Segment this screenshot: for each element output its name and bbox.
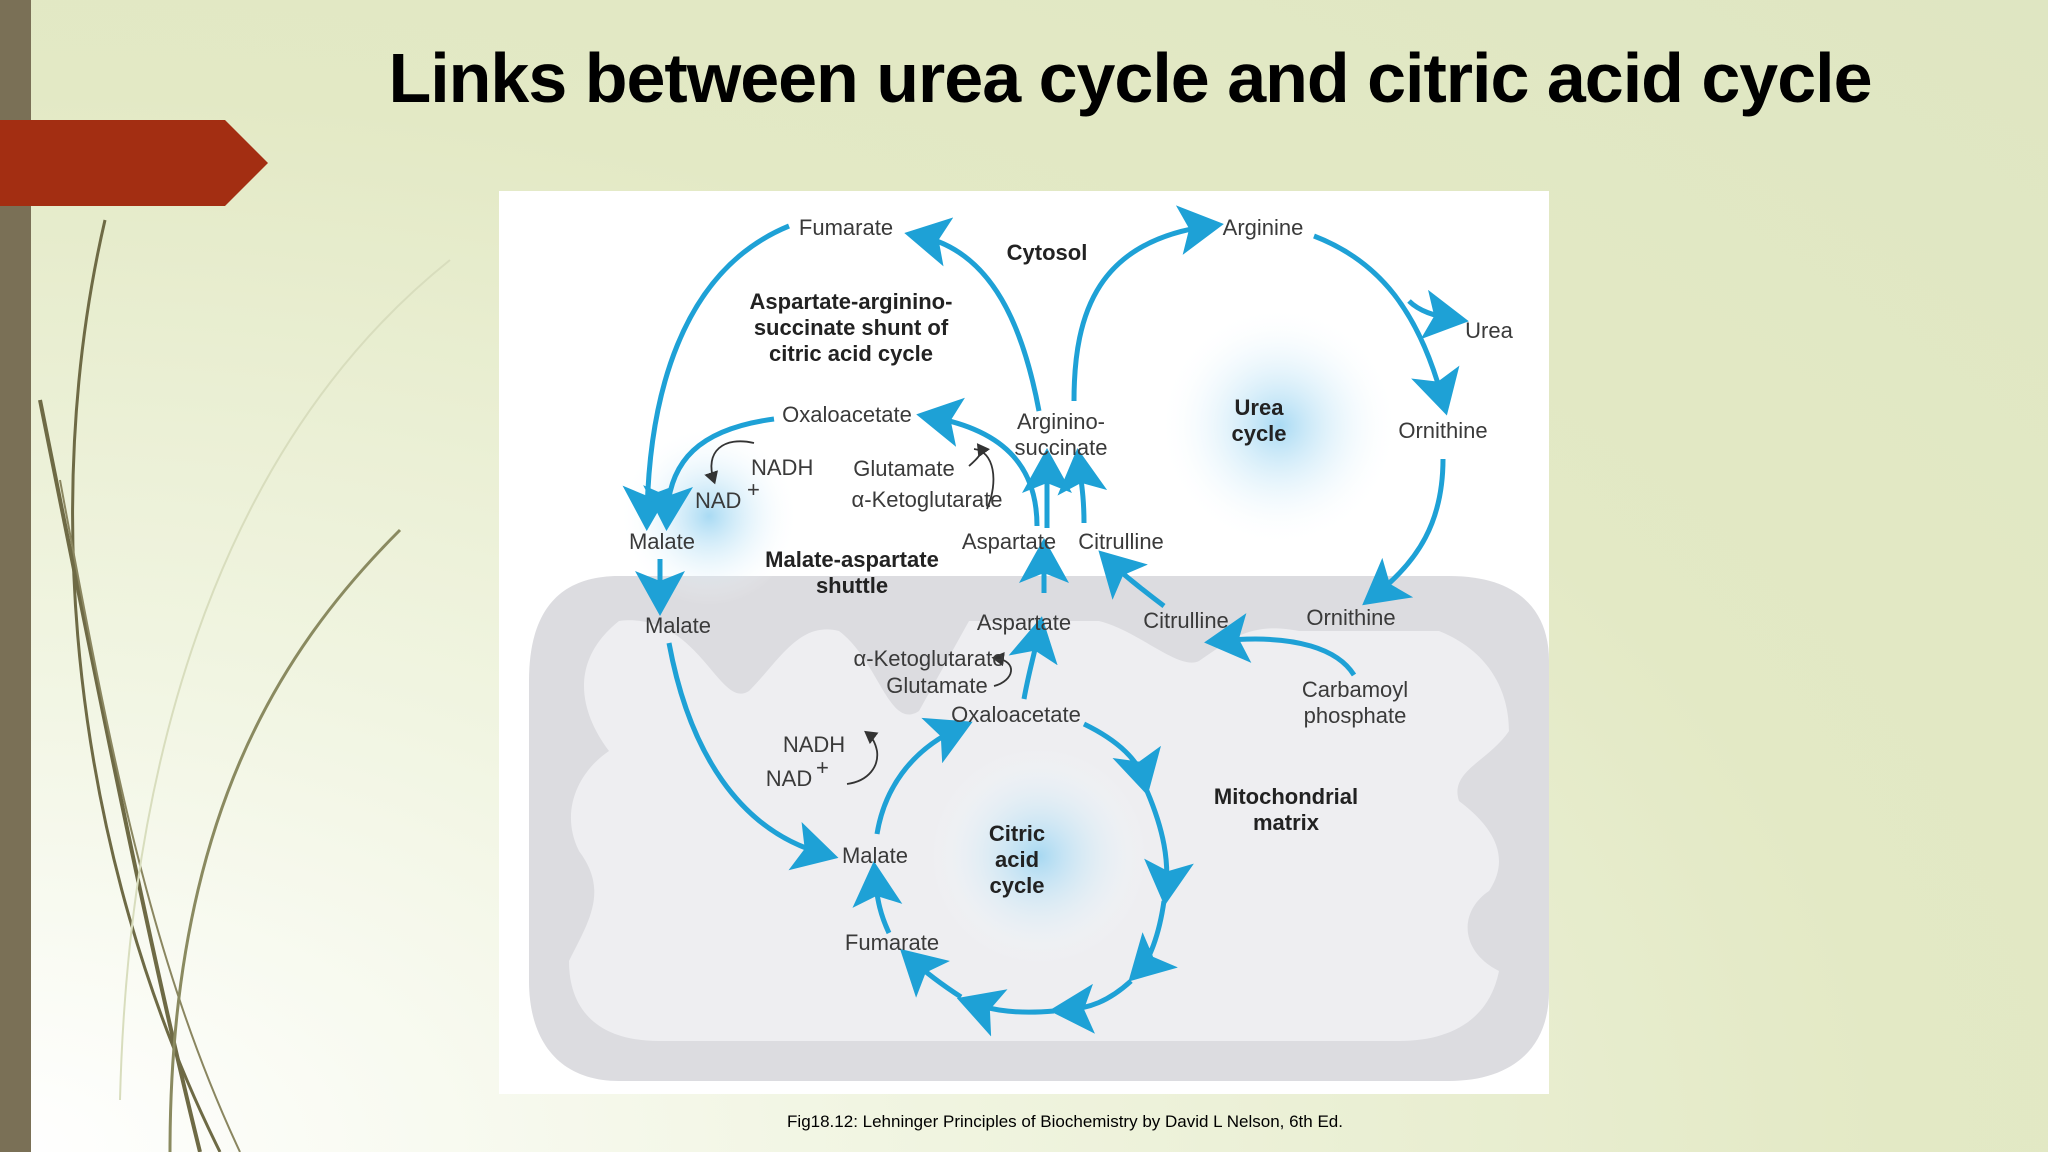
label-malate-cyto: Malate [629, 529, 695, 554]
label-ornithine-mito: Ornithine [1306, 605, 1395, 630]
label-akg-cyto: α-Ketoglutarate [852, 487, 1003, 512]
label-urea-cycle-1: Urea [1235, 395, 1285, 420]
arrow-oaa-to-aspartate-mito [1008, 616, 1058, 700]
label-citrulline-mito: Citrulline [1143, 608, 1229, 633]
label-citric-2: acid [995, 847, 1039, 872]
label-akg-mito: α-Ketoglutarate [854, 646, 1005, 671]
arrow-argsucc-to-arginine [1071, 205, 1224, 402]
label-glutamate-mito: Glutamate [886, 673, 988, 698]
decorative-curves [38, 219, 451, 1152]
arrow-argsucc-to-fumarate [904, 217, 1042, 412]
arrow-malate-to-cycle [666, 642, 839, 871]
label-citric-1: Citric [989, 821, 1045, 846]
arrow-aspartate-to-oaa-cyto [916, 397, 1040, 527]
arrow-fumarate-to-malate [622, 223, 790, 531]
label-fumarate-cyto: Fumarate [799, 215, 893, 240]
label-glutamate-cyto: Glutamate [853, 456, 955, 481]
arrow-to-urea [1407, 289, 1469, 340]
label-oxaloacetate-mito: Oxaloacetate [951, 702, 1081, 727]
label-carbamoyl-1: Carbamoyl [1302, 677, 1408, 702]
arrow-arginine-to-ornithine [1313, 233, 1460, 416]
label-carbamoyl-2: phosphate [1304, 703, 1407, 728]
label-malate-cycle: Malate [842, 843, 908, 868]
urea-cycle-glow [1159, 306, 1399, 546]
arrow-malate-to-oaa-cycle [874, 717, 973, 835]
slide-title: Links between urea cycle and citric acid… [388, 39, 1872, 117]
label-urea-cycle-2: cycle [1231, 421, 1286, 446]
label-nadh-cyto: NADH [751, 455, 813, 480]
label-matrix-1: Mitochondrial [1214, 784, 1358, 809]
arrow-cycle-4 [1049, 979, 1133, 1034]
pathway-diagram: Fumarate Cytosol Arginine Urea Aspartate… [529, 205, 1549, 1081]
arrow-citrulline-export [1098, 550, 1166, 608]
label-argsucc-1: Arginino- [1017, 409, 1105, 434]
label-arginine: Arginine [1223, 215, 1304, 240]
label-oxaloacetate-cyto: Oxaloacetate [782, 402, 912, 427]
arrow-oaa-to-malate-cyto [643, 416, 775, 531]
nadh-curve-cyto [704, 440, 755, 485]
label-fumarate-cycle: Fumarate [845, 930, 939, 955]
label-aspartate-mito: Aspartate [977, 610, 1071, 635]
label-nad-mito-plus: + [816, 755, 829, 780]
label-urea: Urea [1465, 318, 1513, 343]
shuttle-glow [619, 426, 799, 606]
label-malate-mito: Malate [645, 613, 711, 638]
label-nad-mito: NAD [766, 766, 812, 791]
arrow-cycle-2 [1144, 790, 1194, 906]
arrow-ornithine-into-mito [1362, 458, 1446, 606]
label-argsucc-2: succinate [1015, 435, 1108, 460]
accent-arrow-tab [0, 120, 268, 206]
arrow-cycle-3 [1128, 900, 1178, 982]
label-shuttle-2: shuttle [816, 573, 888, 598]
arrow-cycle-1 [1082, 721, 1161, 796]
glutamate-curve-mito [991, 651, 1012, 687]
arrow-cycle-5 [956, 989, 1055, 1037]
glutamate-curve-cyto [969, 446, 995, 510]
label-nadh-mito: NADH [783, 732, 845, 757]
figure-caption: Fig18.12: Lehninger Principles of Bioche… [787, 1112, 1343, 1131]
pathway-figure: Fumarate Cytosol Arginine Urea Aspartate… [499, 191, 1549, 1094]
label-ornithine-cyto: Ornithine [1398, 418, 1487, 443]
arrow-cycle-6 [899, 948, 963, 1000]
label-citric-3: cycle [989, 873, 1044, 898]
label-nad-cyto-plus: + [747, 477, 760, 502]
label-shunt-3: citric acid cycle [769, 341, 933, 366]
label-shunt-1: Aspartate-arginino- [750, 289, 953, 314]
label-aspartate-cyto: Aspartate [962, 529, 1056, 554]
label-shuttle-1: Malate-aspartate [765, 547, 939, 572]
arrow-carbamoyl-to-citrulline [1204, 613, 1357, 677]
label-citrulline-cyto: Citrulline [1078, 529, 1164, 554]
arrow-citrulline-to-argsucc [1057, 448, 1108, 524]
nad-curve-mito [846, 730, 879, 785]
citric-cycle-glow [929, 746, 1149, 966]
label-matrix-2: matrix [1253, 810, 1320, 835]
label-cytosol: Cytosol [1007, 240, 1088, 265]
arrow-fumarate-to-malate-cycle [852, 861, 903, 935]
label-nad-cyto: NAD [695, 488, 741, 513]
label-shunt-2: succinate shunt of [754, 315, 949, 340]
